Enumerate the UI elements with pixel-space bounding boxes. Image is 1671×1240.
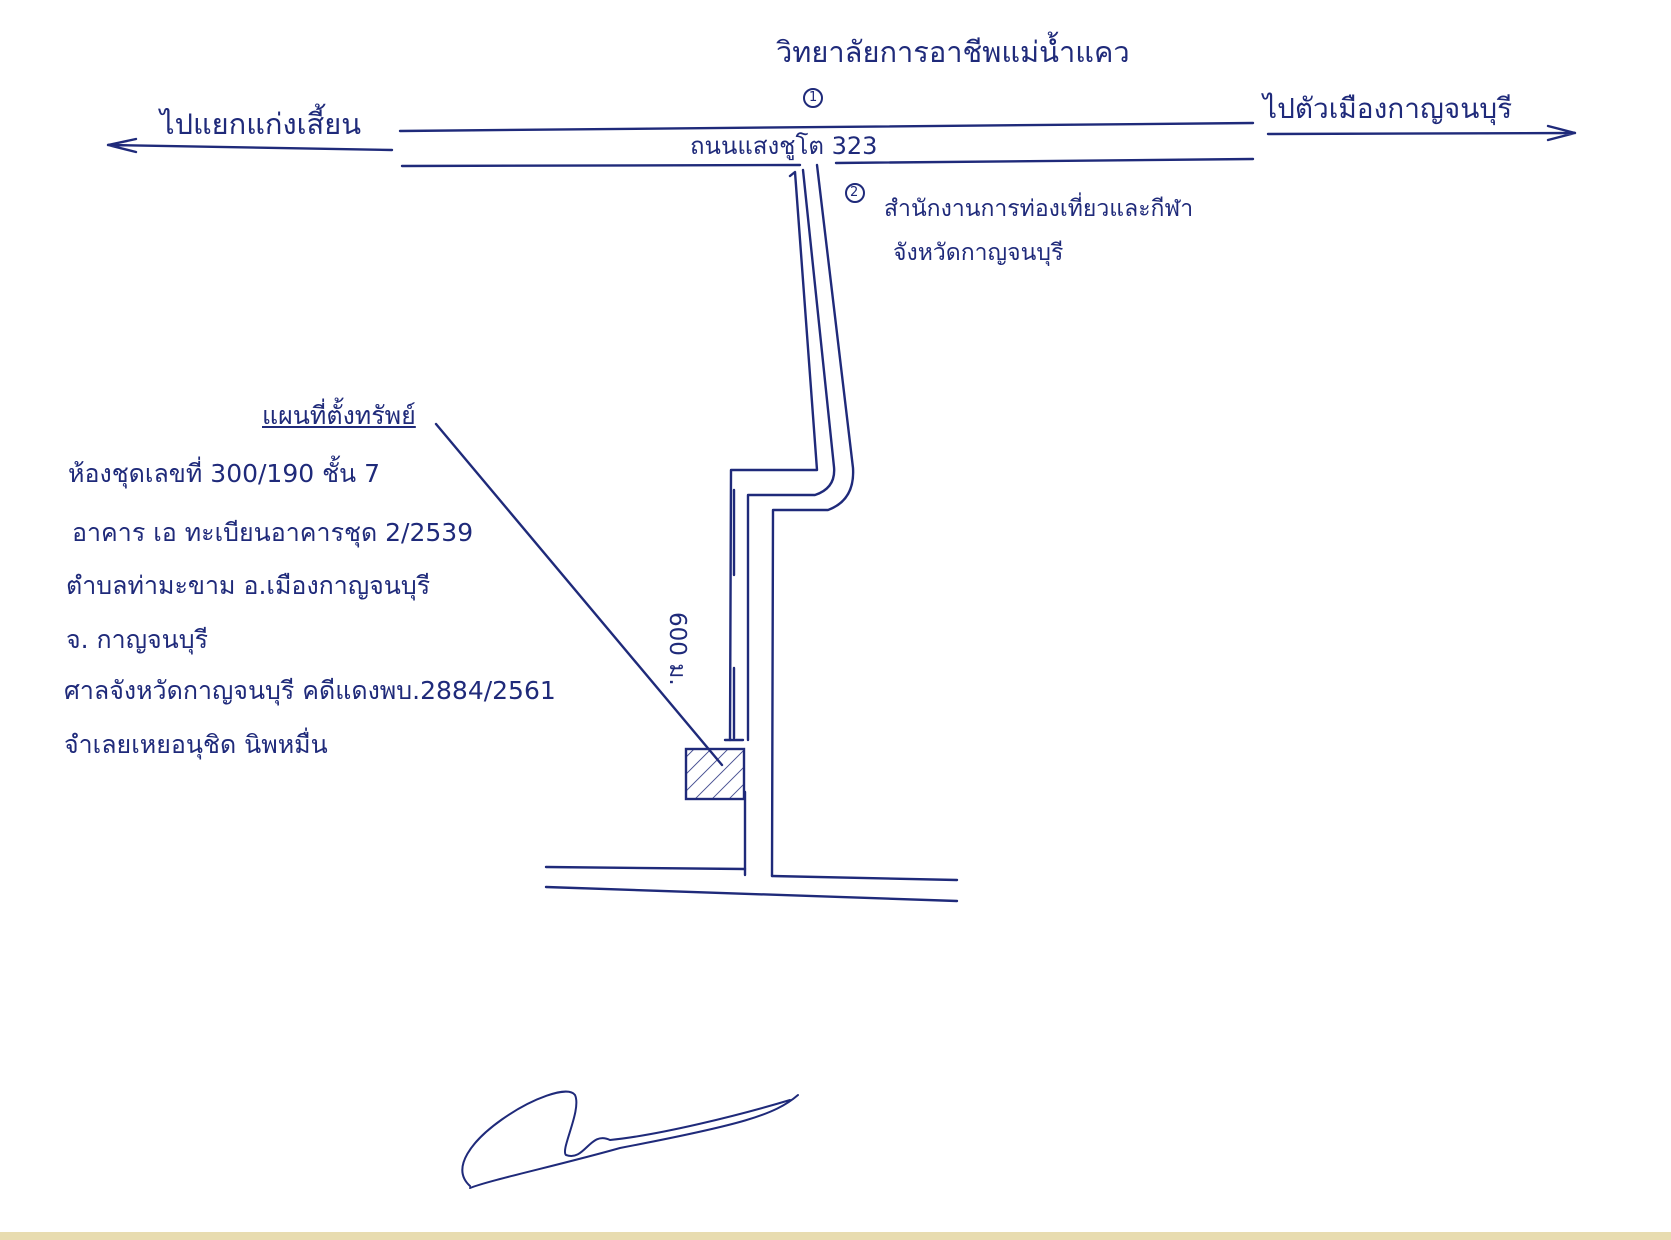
soi-right-edge (770, 163, 855, 878)
bottom-road-upper-edge-right (770, 874, 959, 882)
tourism-marker-number: 2 (850, 185, 859, 200)
right-direction-arrow (1266, 124, 1577, 142)
info-line: จำเลยเหยอนุชิด นิพหมื่น (64, 730, 328, 759)
info-heading: แผนที่ตั้งทรัพย์ (262, 401, 416, 430)
info-line: ตำบลท่ามะขาม อ.เมืองกาญจนบุรี (66, 571, 431, 600)
bottom-road-lower-edge (544, 885, 959, 903)
info-line: ห้องชุดเลขที่ 300/190 ชั้น 7 (68, 459, 380, 488)
distance-label: 600 ม. (664, 612, 690, 686)
main-road-lower-edge-left (400, 163, 802, 168)
left-direction-arrow (106, 137, 394, 154)
main-road-name: ถนนแสงชูโต 323 (690, 132, 878, 160)
info-line: จ. กาญจนบุรี (66, 625, 209, 654)
soi-left-edge (728, 170, 819, 742)
college-marker-circle (803, 88, 823, 108)
paper-edge-strip (0, 1232, 1671, 1240)
tourism-marker-circle (845, 183, 865, 203)
right-direction-label: ไปตัวเมืองกาญจนบุรี (1263, 92, 1513, 125)
left-direction-label: ไปแยกแก่งเสี้ยน (160, 107, 362, 141)
bottom-road-upper-edge (544, 865, 747, 871)
tourism-office-label-line1: สำนักงานการท่องเที่ยวและกีฬา (884, 196, 1194, 222)
main-road-lower-edge-right (834, 157, 1255, 165)
distance-dimension-line (723, 488, 745, 742)
info-line: ศาลจังหวัดกาญจนบุรี คดีแดงพบ.2884/2561 (64, 676, 556, 705)
college-label: วิทยาลัยการอาชีพแม่น้ำแคว (776, 35, 1130, 69)
signature-stroke (461, 1090, 799, 1189)
tourism-office-label-line2: จังหวัดกาญจนบุรี (893, 240, 1064, 266)
property-pointer-line (434, 422, 724, 767)
main-road-upper-edge (398, 121, 1255, 133)
info-line: อาคาร เอ ทะเบียนอาคารชุด 2/2539 (72, 518, 474, 547)
college-marker-number: 1 (809, 90, 818, 105)
property-block (684, 747, 746, 801)
soi-inner-left-edge (746, 168, 836, 742)
